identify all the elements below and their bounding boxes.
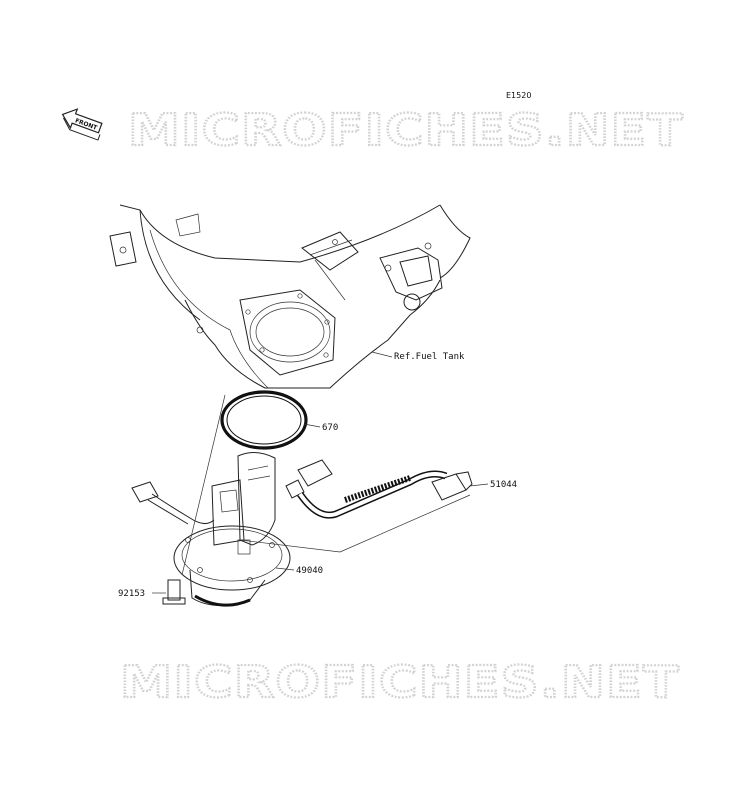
leader-line-tank-to-pump xyxy=(181,394,226,576)
fuel-hose-51044 xyxy=(297,470,473,519)
o-ring-670 xyxy=(220,390,308,450)
leader-670 xyxy=(303,423,321,428)
bolt-92153 xyxy=(162,579,186,605)
watermark-top: MICROFICHES.NET xyxy=(128,105,684,156)
leader-fuel-tank xyxy=(371,351,393,358)
diagram-code: E1520 xyxy=(506,91,531,100)
fuel-tank-illustration xyxy=(109,204,471,389)
watermark-bottom: MICROFICHES.NET xyxy=(120,657,680,708)
leader-49040 xyxy=(275,567,295,571)
callout-fuel-tank-ref: Ref.Fuel Tank xyxy=(394,352,465,362)
callout-92153: 92153 xyxy=(118,589,145,599)
fuel-pump-assembly xyxy=(131,452,471,607)
callout-670: 670 xyxy=(322,423,338,433)
front-arrow-icon: FRONT xyxy=(61,108,103,141)
callout-51044: 51044 xyxy=(490,480,517,490)
leader-51044 xyxy=(469,483,489,487)
callout-49040: 49040 xyxy=(296,566,323,576)
